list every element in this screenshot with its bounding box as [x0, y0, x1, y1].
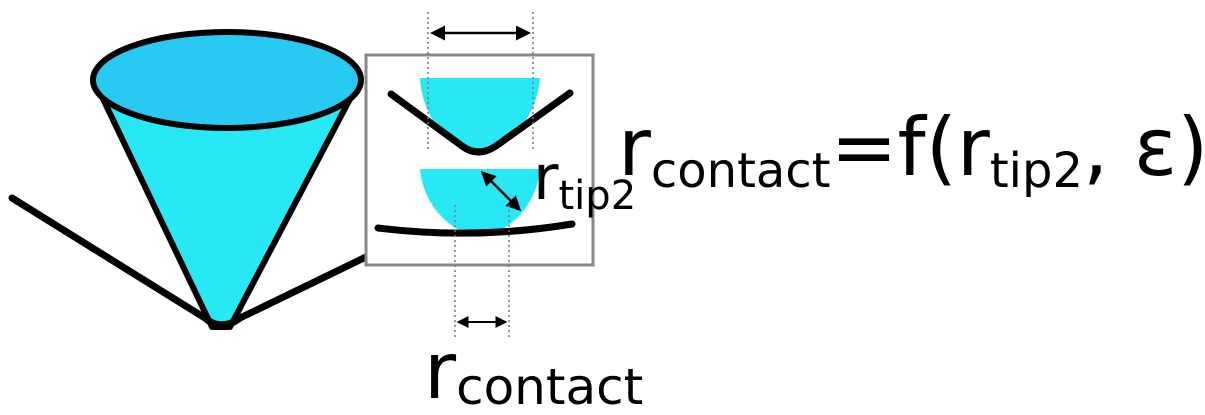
contact-radius-r: r: [424, 327, 457, 415]
contact-radius-label: rcontact: [424, 327, 643, 415]
contact-radius-subscript: contact: [456, 358, 643, 415]
upper-surface-line: [387, 89, 574, 156]
equation-contact-subscript: contact: [651, 143, 831, 199]
tip-radius-arrow: [480, 170, 522, 212]
cone-top-ellipse: [90, 29, 364, 131]
tip-radius-subscript: tip2: [559, 173, 637, 219]
surface-line: [8, 194, 372, 329]
equation-equals-f: =f(: [831, 101, 957, 194]
guide-lines: [427, 12, 534, 337]
tip-radius-label: rtip2: [533, 141, 636, 219]
cone-indenter: [90, 29, 364, 330]
equation-epsilon: , ε): [1083, 101, 1205, 194]
tip-radius-r: r: [533, 141, 559, 214]
equation-label: rcontact=f(rtip2, ε): [618, 101, 1205, 199]
lower-surface-line: [374, 220, 576, 237]
equation-r-contact: r: [618, 101, 651, 194]
upper-tip-detail: [387, 78, 574, 156]
equation-tip2-subscript: tip2: [990, 143, 1083, 199]
lower-tip-detail: [374, 167, 576, 237]
equation-r-tip: r: [957, 101, 990, 194]
